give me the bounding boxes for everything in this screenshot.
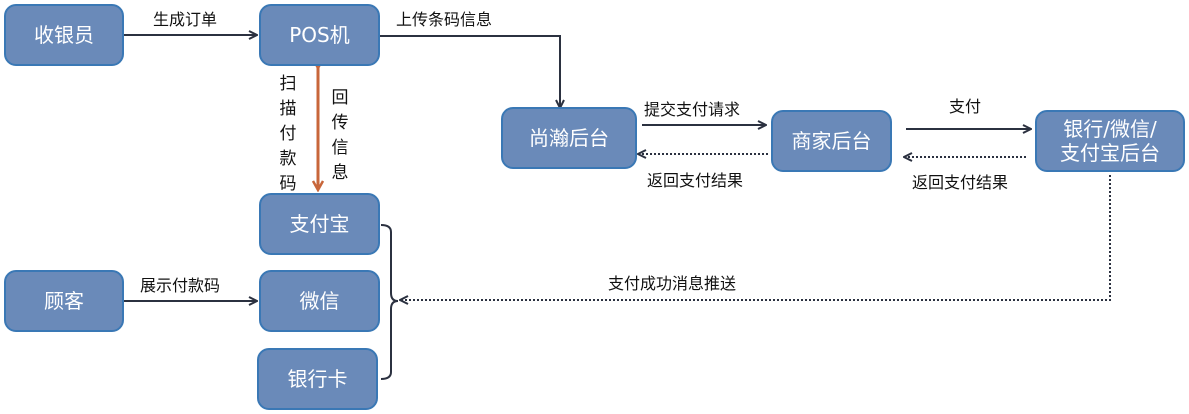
- edge-label-return-info: 回传信息: [331, 88, 349, 183]
- edge-label-upload-barcode: 上传条码信息: [396, 10, 493, 29]
- bracket: [380, 224, 399, 380]
- node-label: POS机: [289, 23, 350, 47]
- node-label: 收银员: [34, 23, 94, 47]
- node-label: 银行卡: [287, 367, 348, 391]
- node-label: 尚瀚后台: [529, 126, 609, 150]
- edge-label-push-success: 支付成功消息推送: [608, 274, 737, 293]
- edge-label-return-result-1: 返回支付结果: [647, 171, 744, 190]
- node-label-line1: 银行/微信/: [1063, 117, 1157, 141]
- edge-label-pay: 支付: [949, 97, 982, 116]
- node-wechat[interactable]: 微信: [259, 270, 380, 332]
- arrow-push-success: [400, 175, 1111, 300]
- node-cashier[interactable]: 收银员: [4, 4, 124, 66]
- node-alipay[interactable]: 支付宝: [259, 193, 380, 255]
- node-bank-backend[interactable]: 银行/微信/支付宝后台: [1035, 110, 1185, 172]
- node-merchant-backend[interactable]: 商家后台: [771, 110, 892, 172]
- edge-label-show-code: 展示付款码: [140, 276, 221, 295]
- node-label: 商家后台: [791, 129, 872, 153]
- node-customer[interactable]: 顾客: [4, 270, 124, 332]
- node-label: 顾客: [44, 289, 84, 313]
- edge-label-scan-code: 扫描付款码: [279, 74, 297, 194]
- arrow-upload-barcode: [380, 35, 560, 108]
- edge-label-submit-payment: 提交支付请求: [644, 100, 741, 119]
- edge-label-return-result-2: 返回支付结果: [912, 173, 1009, 192]
- node-label: 微信: [299, 289, 340, 313]
- node-label: 银行/微信/支付宝后台: [1060, 117, 1160, 165]
- node-shanghan-backend[interactable]: 尚瀚后台: [501, 107, 637, 169]
- node-label-line2: 支付宝后台: [1060, 141, 1160, 165]
- edge-label-generate-order: 生成订单: [153, 10, 218, 29]
- node-label: 支付宝: [289, 212, 350, 236]
- node-bankcard[interactable]: 银行卡: [257, 348, 378, 410]
- node-pos[interactable]: POS机: [259, 4, 380, 66]
